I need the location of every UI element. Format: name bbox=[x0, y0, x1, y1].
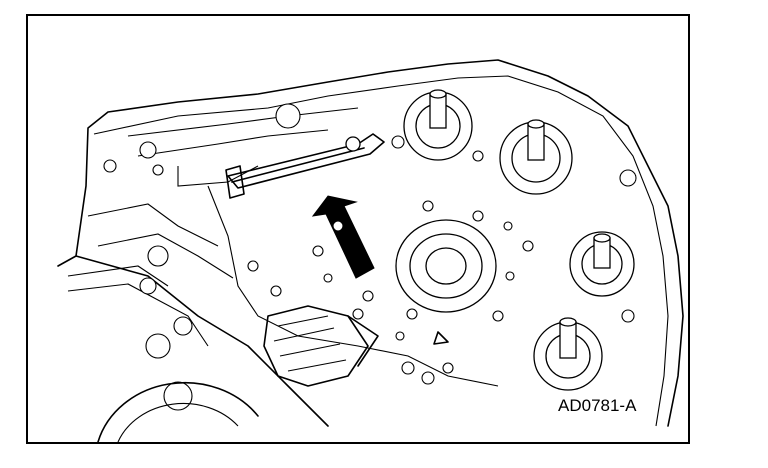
accumulator-boss-1 bbox=[403, 89, 473, 161]
accumulator-boss-4 bbox=[533, 317, 603, 391]
pointer-arrow bbox=[311, 195, 375, 279]
accumulator-boss-2 bbox=[499, 119, 573, 195]
figure-frame: AD0781-A bbox=[26, 14, 690, 444]
central-bore bbox=[395, 219, 497, 313]
valve-housing bbox=[263, 305, 379, 387]
pump-bore-arc bbox=[97, 381, 259, 442]
fluid-ports bbox=[103, 103, 637, 411]
valve-body-drawing bbox=[57, 59, 684, 442]
pump-bore-arc-inner bbox=[117, 402, 239, 442]
retaining-clip bbox=[225, 133, 385, 199]
upper-channel bbox=[127, 107, 359, 187]
triangle-mark bbox=[433, 331, 449, 345]
accumulator-boss-3 bbox=[569, 231, 635, 297]
figure-code: AD0781-A bbox=[558, 396, 637, 415]
left-channel bbox=[67, 203, 234, 347]
casting-outline bbox=[57, 59, 684, 427]
